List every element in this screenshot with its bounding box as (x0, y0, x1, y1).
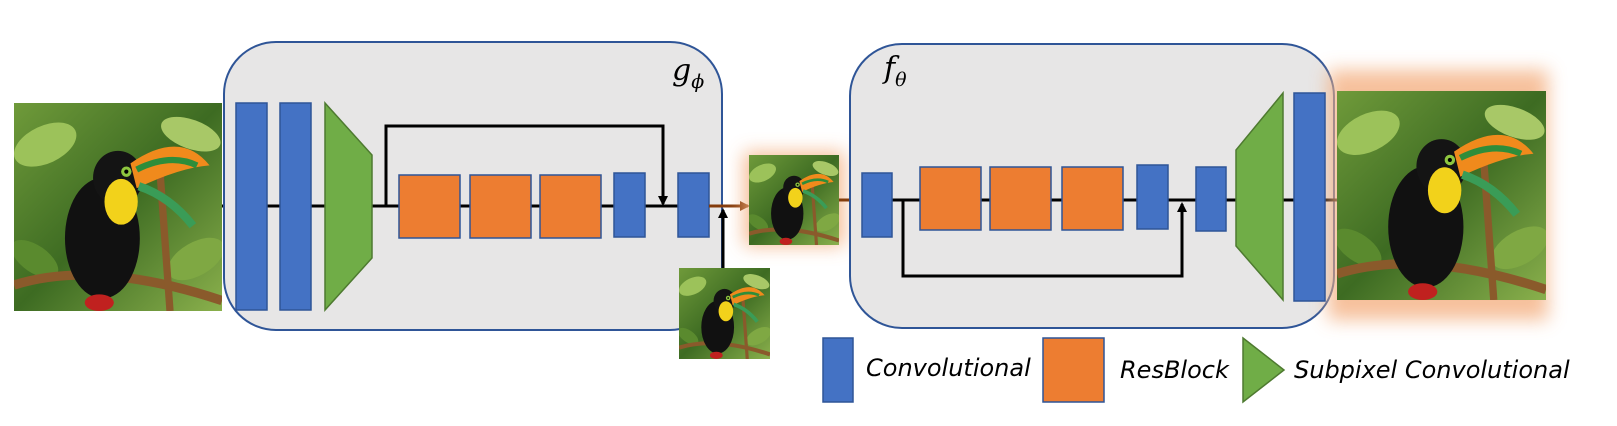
resblock (469, 174, 532, 239)
conv-block (1136, 164, 1169, 230)
legend-subpixel-label: Subpixel Convolutional (1294, 356, 1570, 384)
conv-block (677, 172, 710, 238)
legend-conv-label: Convolutional (866, 354, 1031, 382)
legend: Convolutional ResBlock Subpixel Convolut… (822, 336, 1570, 404)
subpixel-conv-block (1235, 90, 1284, 303)
latent-image (745, 155, 843, 245)
resblock (989, 166, 1052, 231)
input-image (5, 103, 231, 311)
encoder-label: gϕ (672, 53, 704, 93)
legend-subpixel-swatch (1242, 336, 1286, 404)
resblock (919, 166, 982, 231)
conv-block (613, 172, 646, 238)
resblock (1061, 166, 1124, 231)
conv-block (279, 102, 312, 311)
conv-block (1293, 92, 1326, 302)
skip-connection-arrow (901, 200, 1187, 278)
legend-resblock-swatch (1042, 337, 1105, 403)
conv-block (1195, 166, 1227, 232)
output-image (1328, 91, 1556, 300)
resblock (398, 174, 461, 239)
legend-resblock-label: ResBlock (1120, 356, 1230, 384)
legend-conv-swatch (822, 337, 854, 403)
skip-connection-arrow (384, 124, 668, 206)
guide-image (675, 268, 774, 359)
conv-block (235, 102, 268, 311)
resblock (539, 174, 602, 239)
subpixel-conv-block (324, 101, 373, 312)
conv-block (861, 172, 893, 238)
